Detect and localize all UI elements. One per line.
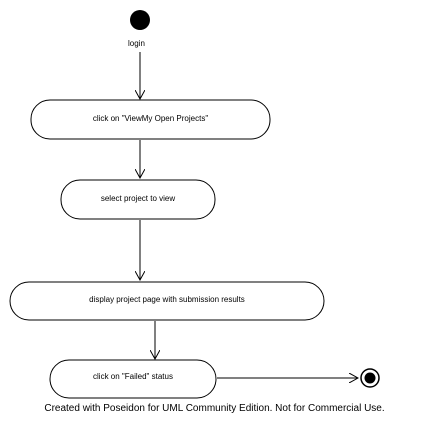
footer-watermark: Created with Poseidon for UML Community … <box>44 403 385 414</box>
activity-display-project-page <box>9 281 325 321</box>
activity-label-select-project: select project to view <box>100 194 176 203</box>
activity-click-failed-status <box>49 359 217 399</box>
final-node-inner <box>364 372 376 384</box>
activity-label-view-open-projects: click on "ViewMy Open Projects" <box>92 114 209 123</box>
activity-select-project <box>60 179 216 220</box>
initial-node-label: login <box>128 39 145 48</box>
activity-view-open-projects <box>30 99 271 140</box>
initial-node <box>130 10 150 30</box>
activity-label-click-failed-status: click on "Failed" status <box>93 372 173 381</box>
activity-label-display-project-page: display project page with submission res… <box>89 295 245 304</box>
